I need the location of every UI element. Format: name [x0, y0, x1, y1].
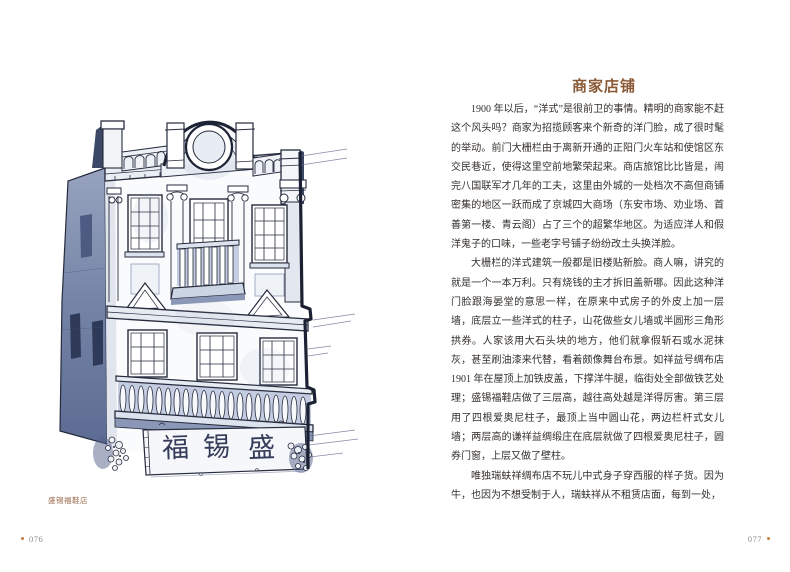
- paragraph: 大栅栏的洋式建筑一般都是旧楼贴新脸。商人嘛，讲究的就是一个一本万利。只有烧钱的主…: [451, 258, 724, 463]
- second-floor-windows: [127, 329, 298, 386]
- sign-char-xi: 锡: [203, 432, 231, 462]
- folio-dot-icon: [767, 537, 770, 540]
- mid-cornice: [106, 305, 309, 332]
- context-sketch-lines: [300, 148, 359, 458]
- shop-signboard: 福 锡 盛: [142, 420, 308, 476]
- paragraph: 1900 年以后，“洋式”是很前卫的事情。精明的商家能不赶这个风头吗？商家为招揽…: [451, 104, 724, 251]
- floral-ornament-left: [93, 436, 129, 471]
- side-wall: [59, 167, 108, 445]
- window-pediments: [122, 282, 291, 320]
- page-number-right: 077: [728, 534, 770, 544]
- facade-right-edge: [298, 151, 317, 469]
- parapet-post-left: [92, 120, 125, 169]
- page-number-left: 076: [21, 534, 43, 544]
- paragraph: 唯独瑞蚨祥绸布店不玩儿中式身子穿西服的样子货。因为牛，也因为不想受制于人，瑞蚨祥…: [451, 470, 724, 501]
- illustration-caption: 盛锡福鞋店: [48, 496, 88, 505]
- balcony: [170, 239, 246, 305]
- building-illustration: 福 锡 盛: [59, 120, 359, 478]
- page-number-right-value: 077: [747, 534, 762, 544]
- page-number-left-value: 076: [29, 534, 44, 544]
- article-body: 1900 年以后，“洋式”是很前卫的事情。精明的商家能不赶这个风头吗？商家为招揽…: [451, 100, 724, 505]
- sign-char-fu: 福: [162, 433, 190, 464]
- pilasters: [108, 196, 302, 303]
- folio-dot-icon: [21, 537, 24, 540]
- sign-char-sheng: 盛: [248, 432, 276, 463]
- parapet-balustrade-left: [121, 145, 168, 172]
- arched-pediment: [160, 120, 258, 180]
- left-page: 福 锡 盛: [21, 120, 359, 544]
- section-heading: 商家店铺: [572, 79, 637, 95]
